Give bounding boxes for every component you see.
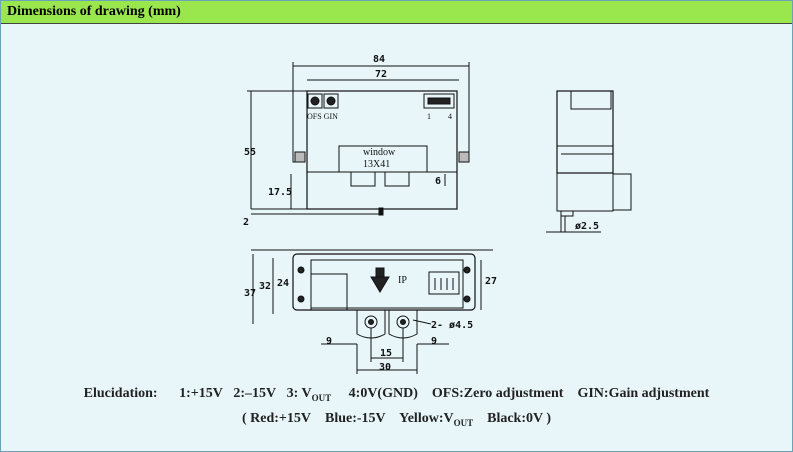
elucidation-lead: Elucidation: [83, 386, 158, 401]
pin-2-desc: 2:–15V [233, 386, 277, 401]
dim-55: 55 [244, 147, 256, 158]
pin-4-desc: 4:0V(GND) [348, 386, 418, 401]
dim-32: 32 [259, 281, 271, 292]
yellow-wire: Yellow:VOUT [399, 411, 474, 428]
dim-27: 27 [485, 276, 497, 287]
pin-1-label: 1 [427, 112, 431, 121]
ofs-desc: OFS:Zero adjustment [431, 386, 564, 401]
blue-wire: Blue:-15V [325, 411, 386, 426]
ofs-gin-label: OFS GIN [307, 112, 338, 121]
dim-30: 30 [379, 362, 391, 373]
dim-15: 15 [380, 348, 392, 359]
gin-desc: GIN:Gain adjustment [577, 386, 710, 401]
section-title: Dimensions of drawing (mm) [7, 4, 181, 19]
dim-9-right: 9 [431, 336, 437, 347]
dim-37: 37 [244, 288, 256, 299]
dim-72: 72 [375, 69, 387, 80]
black-wire: Black:0V ) [487, 411, 552, 426]
pin-3-desc: 3: VOUT [286, 386, 332, 403]
section-header: Dimensions of drawing (mm) [1, 1, 792, 24]
elucidation-line: Elucidation: 1:+15V 2:–15V 3: VOUT 4:0V(… [1, 386, 792, 403]
technical-drawing: 84 72 OFS GIN 1 4 window 13X41 [243, 54, 632, 374]
window-label: window [363, 147, 396, 158]
dim-6: 6 [435, 176, 441, 187]
ip-label: IP [398, 275, 407, 286]
dim-hole-diameter: 2- ø4.5 [431, 320, 473, 331]
dim-pin-diameter: ø2.5 [575, 221, 599, 232]
dim-9-left: 9 [326, 336, 332, 347]
dim-24: 24 [277, 278, 289, 289]
dim-84: 84 [373, 54, 385, 65]
dim-17-5: 17.5 [268, 187, 292, 198]
front-view: 84 72 OFS GIN 1 4 window 13X41 [243, 54, 470, 228]
pin-1-desc: 1:+15V [179, 386, 223, 401]
dim-2: 2 [243, 217, 249, 228]
window-size: 13X41 [363, 159, 390, 170]
wire-colors-line: ( Red:+15V Blue:-15V Yellow:VOUT Black:0… [1, 411, 792, 428]
pin-4-label: 4 [448, 112, 452, 121]
bottom-view: IP 2- ø4.5 37 32 24 27 [244, 249, 497, 374]
side-view: ø2.5 [546, 90, 632, 233]
red-wire: ( Red:+15V [241, 411, 311, 426]
